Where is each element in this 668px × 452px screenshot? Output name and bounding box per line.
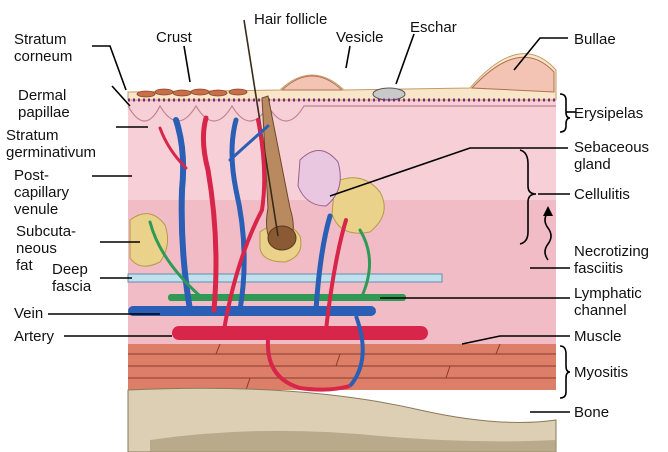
label-myositis: Myositis <box>574 364 628 381</box>
label-vesicle: Vesicle <box>336 29 384 46</box>
label-artery: Artery <box>14 328 55 345</box>
vesicle-blister <box>282 76 342 90</box>
label-vein: Vein <box>14 305 43 322</box>
label-muscle: Muscle <box>574 328 622 345</box>
label-bullae: Bullae <box>574 31 616 48</box>
hair-bulb <box>268 226 296 250</box>
label-lymphatic-channel: Lymphatic channel <box>574 285 646 319</box>
artery-tube <box>172 326 428 340</box>
lymphatic-channel-tube <box>168 294 406 301</box>
label-eschar: Eschar <box>410 19 457 36</box>
label-crust: Crust <box>156 29 193 46</box>
label-cellulitis: Cellulitis <box>574 186 630 203</box>
label-stratum-corneum: Stratum corneum <box>14 31 72 65</box>
label-stratum-germinativum: Stratum germinativum <box>6 127 96 161</box>
label-bone: Bone <box>574 404 609 421</box>
label-post-capillary-venule: Post- capillary venule <box>14 167 73 218</box>
eschar-plaque <box>373 88 405 100</box>
label-hair-follicle: Hair follicle <box>254 11 327 28</box>
tissue-block <box>128 20 556 452</box>
deep-fascia-band <box>128 274 442 282</box>
label-dermal-papillae: Dermal papillae <box>18 87 71 121</box>
label-necrotizing-fasciitis: Necrotizing fasciitis <box>574 243 653 277</box>
muscle-layer <box>128 344 556 390</box>
label-erysipelas: Erysipelas <box>574 105 643 122</box>
label-sebaceous-gland: Sebaceous gland <box>574 139 653 173</box>
vein-tube <box>128 306 376 316</box>
label-deep-fascia: Deep fascia <box>52 261 92 295</box>
